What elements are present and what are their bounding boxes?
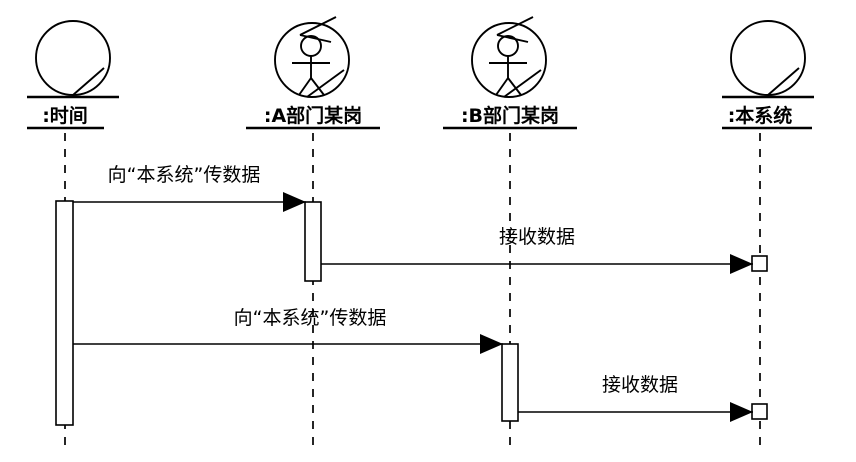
actor-top-arrow-barb-icon (496, 34, 529, 43)
actor-diagonal-icon (503, 69, 542, 98)
entity-circle-icon (35, 20, 111, 96)
activation-bar-system-2[interactable] (751, 403, 768, 420)
message-3-label: 向“本系统”传数据 (234, 307, 387, 329)
participant-label-time: :时间 (42, 105, 88, 127)
participant-head-dept-b[interactable]: :B部门某岗 (443, 16, 577, 130)
participant-label-system: :本系统 (728, 104, 793, 127)
actor-circle-icon (274, 22, 350, 98)
participant-label-dept-b: :B部门某岗 (461, 104, 559, 127)
actor-top-arrow-barb-icon (299, 34, 332, 43)
entity-diagonal-icon (72, 67, 105, 96)
actor-circle-icon (471, 22, 547, 98)
message-1-arrowhead (283, 192, 306, 212)
entity-diagonal-icon (767, 67, 800, 96)
actor-top-arrow-stem-icon (299, 16, 337, 36)
activation-bar-dept-a[interactable] (304, 201, 322, 282)
message-2[interactable]: 接收数据 (321, 226, 753, 274)
message-4[interactable]: 接收数据 (518, 374, 753, 422)
message-2-label: 接收数据 (499, 226, 575, 248)
activations-group (55, 200, 768, 426)
participant-head-dept-a[interactable]: :A部门某岗 (246, 16, 380, 130)
participant-head-time[interactable]: :时间 (27, 20, 119, 130)
actor-diagonal-icon (306, 69, 345, 98)
participant-head-system[interactable]: :本系统 (722, 20, 814, 130)
message-2-arrowhead (730, 254, 753, 274)
activation-bar-system-1[interactable] (751, 255, 768, 272)
lifelines-group (64, 133, 761, 450)
actor-figure-leg-left-icon (298, 77, 312, 96)
actor-figure-leg-left-icon (495, 77, 509, 96)
message-1-label: 向“本系统”传数据 (108, 164, 261, 186)
message-3-arrowhead (480, 334, 503, 354)
message-3[interactable]: 向“本系统”传数据 (73, 307, 503, 354)
actor-figure-leg-right-icon (507, 77, 522, 96)
participant-label-dept-a: :A部门某岗 (264, 104, 362, 127)
actor-figure-leg-right-icon (310, 77, 325, 96)
message-4-label: 接收数据 (602, 374, 678, 396)
actor-top-arrow-stem-icon (496, 16, 534, 36)
entity-circle-icon (730, 20, 806, 96)
activation-bar-dept-b[interactable] (501, 343, 519, 422)
activation-bar-time[interactable] (55, 200, 74, 426)
message-4-arrowhead (730, 402, 753, 422)
message-1[interactable]: 向“本系统”传数据 (73, 164, 306, 212)
